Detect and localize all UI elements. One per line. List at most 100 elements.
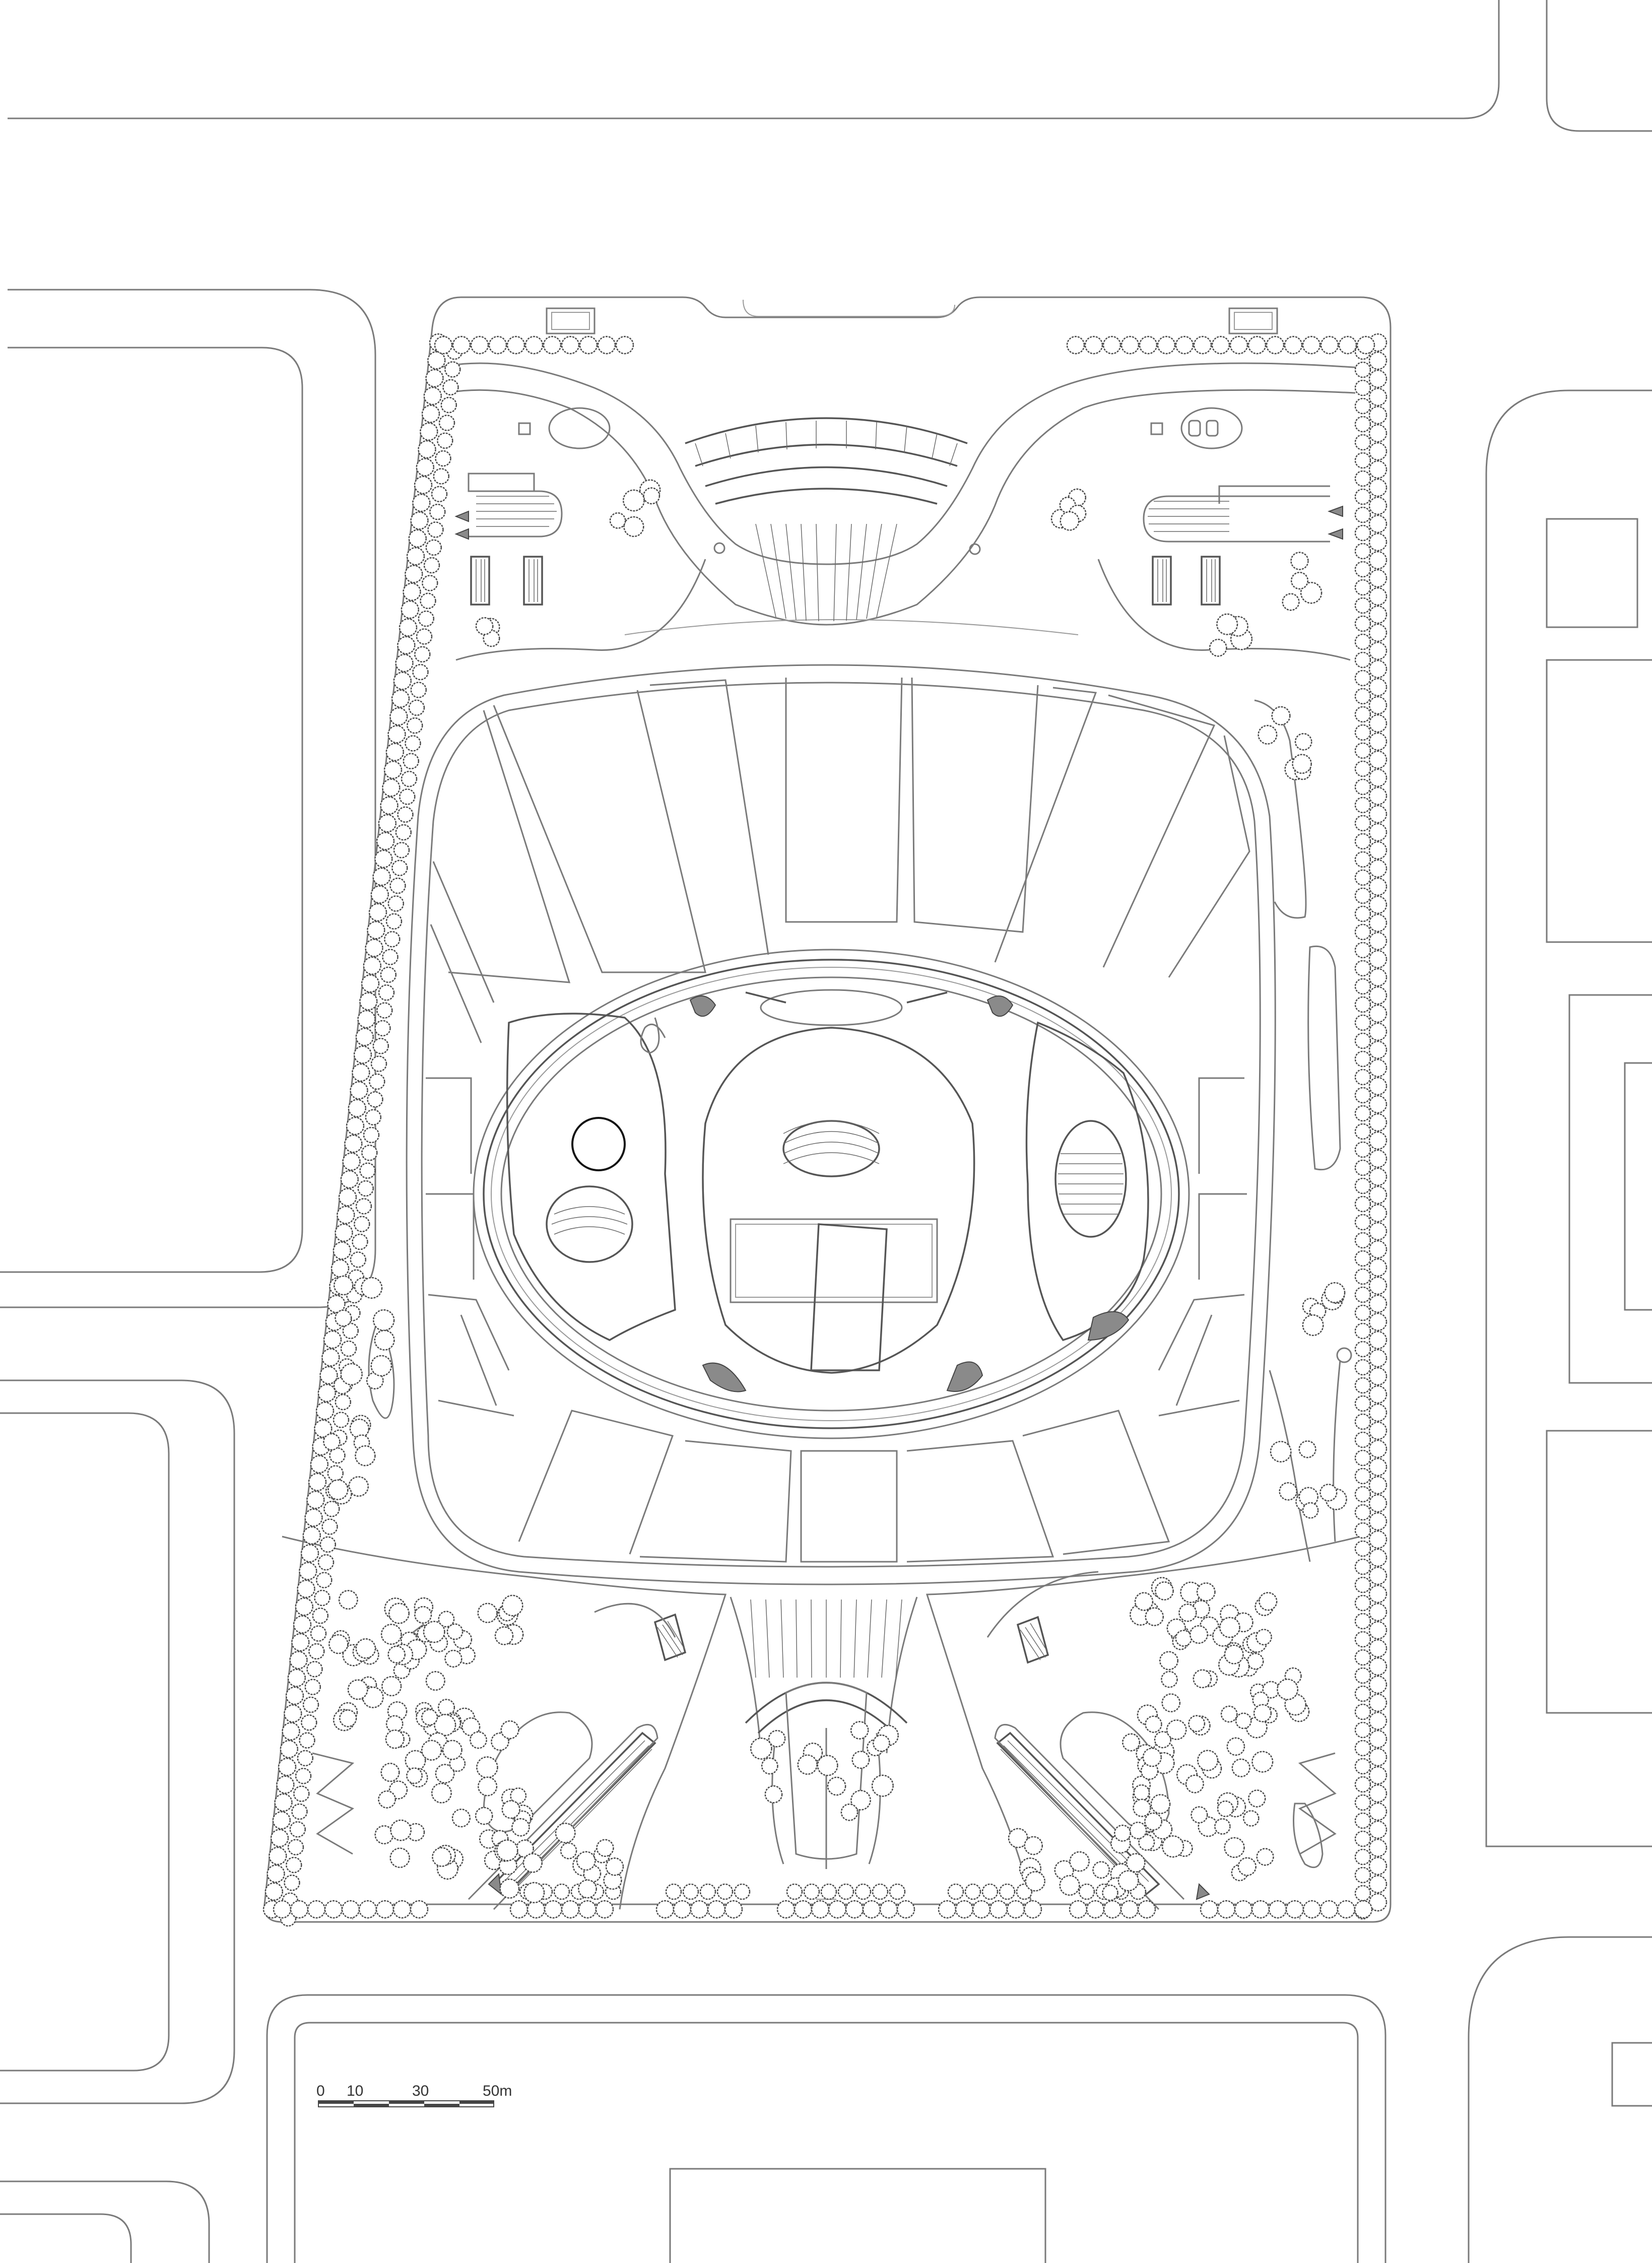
tree-icon (1354, 778, 1371, 795)
tree-icon (1368, 950, 1387, 969)
tree-icon (1354, 1032, 1371, 1049)
tree-icon (319, 1366, 338, 1385)
tree-icon (1354, 1721, 1371, 1739)
tree-icon (1368, 1149, 1387, 1168)
tree-icon (348, 1099, 367, 1117)
tree-icon (1354, 960, 1371, 977)
tree-icon (470, 336, 489, 355)
tree-icon (376, 832, 395, 850)
tree-icon (1157, 336, 1176, 355)
tree-icon (1144, 1812, 1163, 1831)
tree-icon (391, 859, 408, 877)
tree-icon (395, 824, 412, 841)
tree-icon (1354, 1794, 1371, 1811)
tree-icon (397, 636, 416, 655)
tree-icon (938, 1900, 957, 1919)
tree-icon (1368, 1603, 1387, 1622)
tree-icon (418, 440, 436, 459)
tree-icon (1354, 942, 1371, 959)
scale-label-30: 30 (412, 2083, 429, 2099)
tree-icon (1354, 1649, 1371, 1666)
tree-icon (1354, 434, 1371, 451)
tree-icon (304, 1508, 323, 1527)
tree-icon (1354, 1214, 1371, 1231)
tree-icon (475, 617, 494, 635)
scale-bar-segment-1 (318, 2101, 354, 2104)
tree-icon (1354, 397, 1371, 415)
tree-icon (851, 1751, 870, 1769)
tree-icon (340, 1170, 359, 1189)
tree-icon (427, 521, 444, 538)
tree-icon (1066, 336, 1085, 355)
tree-icon (1368, 605, 1387, 624)
tree-icon (265, 1882, 284, 1901)
tree-icon (333, 1241, 352, 1260)
tree-icon (373, 1309, 395, 1332)
tree-icon (1069, 1900, 1088, 1919)
tree-icon (673, 1900, 692, 1919)
tree-icon (378, 984, 395, 1001)
tree-icon (1354, 633, 1371, 650)
tree-icon (365, 939, 383, 957)
tree-icon (1368, 1693, 1387, 1712)
tree-icon (1368, 931, 1387, 951)
north-plaza (438, 362, 1361, 661)
tree-icon (1302, 1314, 1324, 1336)
tree-icon (382, 949, 399, 965)
tree-icon (347, 1679, 368, 1700)
tree-icon (1142, 1748, 1162, 1767)
tree-icon (269, 1846, 287, 1866)
tree-icon (1368, 1802, 1387, 1821)
tree-icon (1368, 1349, 1387, 1368)
tree-icon (1137, 1900, 1156, 1919)
tree-icon (1290, 552, 1309, 570)
tree-icon (285, 1686, 304, 1705)
tree-icon (1060, 511, 1080, 531)
tree-icon (850, 1789, 871, 1811)
tree-icon (1277, 1678, 1299, 1700)
tree-icon (1368, 1457, 1387, 1477)
tree-icon (1354, 506, 1371, 523)
tree-icon (1354, 869, 1371, 886)
tree-icon (1354, 1685, 1371, 1702)
tree-icon (300, 1544, 319, 1563)
tree-icon (352, 1063, 370, 1082)
tree-icon (1368, 1204, 1387, 1223)
tree-icon (1188, 1715, 1206, 1733)
tree-icon (1368, 478, 1387, 497)
tree-icon (1368, 1875, 1387, 1894)
tree-icon (1368, 1856, 1387, 1876)
tree-icon (989, 1900, 1008, 1919)
tree-icon (1368, 623, 1387, 642)
tree-icon (1368, 750, 1387, 769)
tree-icon (1191, 1806, 1208, 1824)
tree-icon (477, 1603, 498, 1623)
tree-icon (406, 547, 425, 566)
tree-icon (276, 1775, 295, 1794)
tree-icon (1214, 1818, 1231, 1835)
tree-icon (339, 1709, 357, 1727)
tree-icon (422, 575, 438, 591)
tree-icon (1368, 641, 1387, 660)
tree-icon (1217, 1800, 1234, 1817)
tree-icon (478, 1776, 498, 1796)
tree-icon (290, 1900, 309, 1919)
tree-icon (1258, 724, 1278, 745)
tree-icon (391, 689, 410, 708)
tree-icon (1354, 688, 1371, 705)
tree-icon (1248, 1789, 1266, 1808)
tree-icon (380, 1624, 402, 1645)
tree-icon (1354, 543, 1371, 560)
tree-icon (1354, 996, 1371, 1013)
tree-icon (306, 1660, 323, 1678)
tree-icon (623, 516, 644, 538)
tree-icon (323, 1330, 342, 1349)
tree-icon (803, 1883, 820, 1900)
tree-icon (1320, 336, 1339, 355)
tree-icon (1368, 1385, 1387, 1404)
tree-icon (716, 1883, 734, 1900)
tree-icon (764, 1785, 783, 1804)
tree-icon (1255, 1629, 1272, 1646)
tree-icon (423, 386, 442, 406)
tree-icon (1354, 887, 1371, 904)
